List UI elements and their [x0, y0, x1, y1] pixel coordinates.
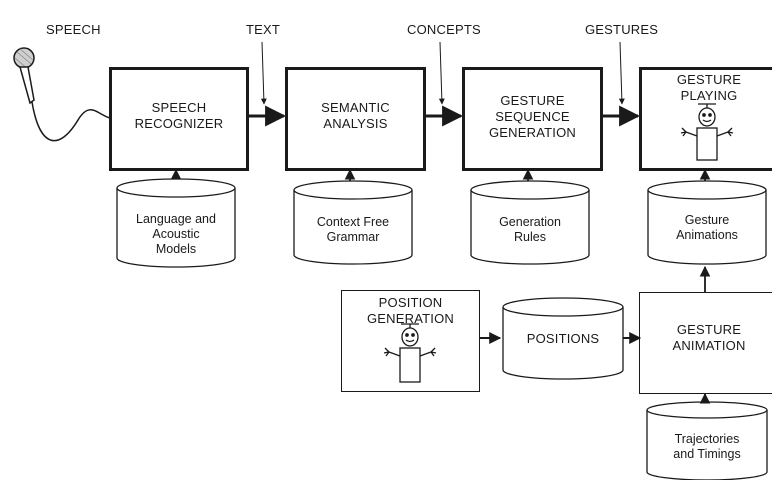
language-models-label: Language and Acoustic Models [136, 212, 216, 256]
position-generation-box [341, 290, 480, 392]
microphone-icon [13, 47, 111, 142]
trajectories-label: Trajectories and Timings [673, 432, 741, 461]
context-free-grammar-label: Context Free Grammar [316, 215, 390, 244]
position-generation-label: POSITION GENERATION [367, 295, 454, 326]
speech-recognizer-box [109, 67, 249, 171]
gesture-playing-box [639, 67, 772, 171]
gesture-playing-label: GESTURE PLAYING [676, 72, 742, 103]
db-context-free-grammar [293, 180, 413, 265]
robot-figure-icon [680, 103, 734, 161]
semantic-analysis-label: SEMANTIC ANALYSIS [321, 100, 390, 131]
db-trajectories [646, 401, 768, 480]
arrow-text [260, 41, 267, 105]
arrow-gestures [618, 41, 625, 105]
gestures-label: GESTURES [585, 22, 659, 37]
gesture-sequence-generation-label: GESTURE SEQUENCE GENERATION [489, 93, 576, 140]
gesture-sequence-generation-box [462, 67, 603, 171]
gesture-animation-box [639, 292, 772, 394]
db-gesture-animations [647, 180, 767, 265]
semantic-analysis-box [285, 67, 426, 171]
gesture-animations-label: Gesture Animations [676, 213, 738, 242]
concepts-label: CONCEPTS [407, 22, 481, 37]
gesture-animation-label: GESTURE ANIMATION [672, 322, 746, 353]
speech-recognizer-label: SPEECH RECOGNIZER [134, 100, 224, 131]
db-generation-rules [470, 180, 590, 265]
text-label: TEXT [246, 22, 281, 37]
positions-label: POSITIONS [526, 331, 600, 346]
db-language-models [116, 178, 236, 268]
generation-rules-label: Generation Rules [499, 215, 561, 244]
robot-figure-icon [383, 323, 437, 383]
arrow-concepts [438, 41, 445, 105]
db-positions [502, 297, 624, 380]
speech-label: SPEECH [46, 22, 101, 37]
